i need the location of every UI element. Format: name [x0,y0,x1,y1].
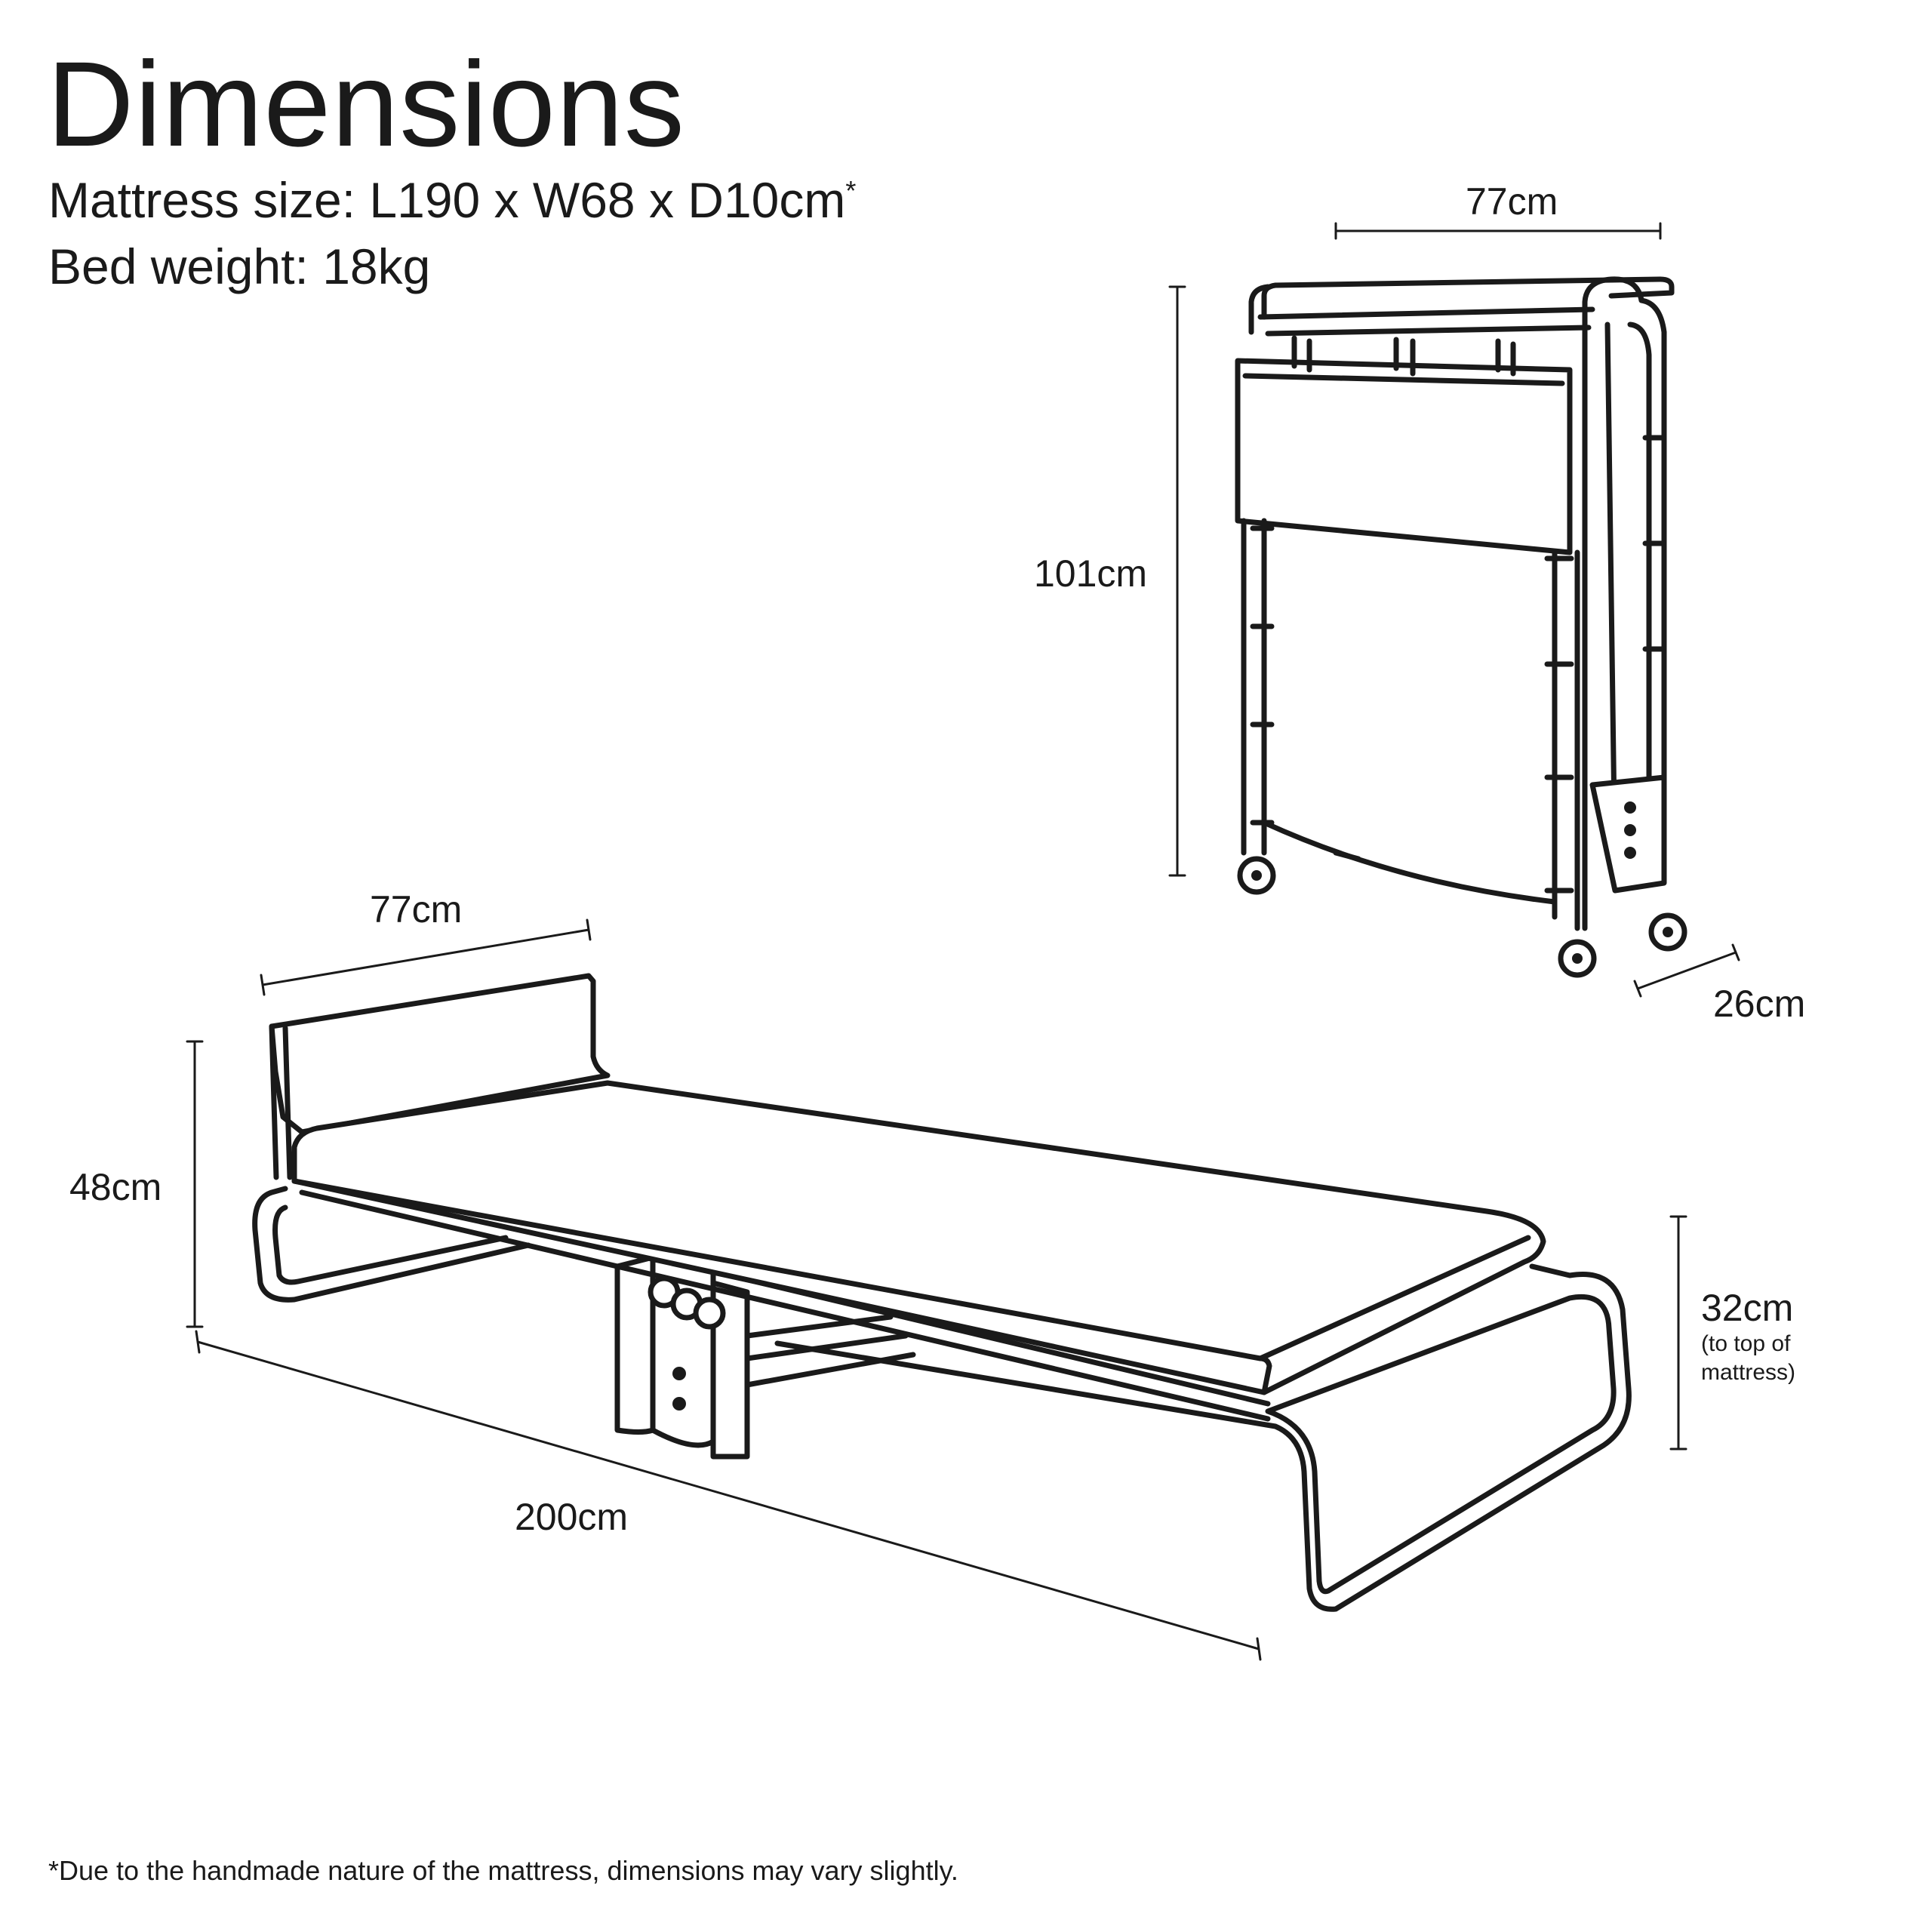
mattress-height-note-line2: mattress) [1701,1359,1796,1385]
folded-dimension-lines [1168,222,1740,998]
open-width-label: 77cm [370,888,463,931]
mattress-height-label: 32cm [1701,1287,1794,1329]
headboard-height-label: 48cm [69,1166,162,1208]
folded-depth-label: 26cm [1713,983,1806,1025]
asterisk: * [845,175,857,206]
folded-height-label: 101cm [1034,552,1148,595]
open-dimension-lines [186,918,1687,1661]
mattress-size: Mattress size: L190 x W68 x D10cm* [48,175,856,225]
mattress-height-note: (to top of mattress) [1701,1330,1795,1386]
bed-weight: Bed weight: 18kg [48,238,431,294]
bed-length-label: 200cm [515,1496,629,1538]
open-bed-illustration [252,973,1632,1612]
mattress-size-text: Mattress size: L190 x W68 x D10cm [48,172,846,228]
footnote: *Due to the handmade nature of the mattr… [48,1855,958,1886]
mattress-height-note-line1: (to top of [1701,1331,1791,1356]
folded-bed-illustration [1235,276,1687,978]
folded-width-label: 77cm [1466,180,1558,223]
page-title: Dimensions [47,36,685,171]
